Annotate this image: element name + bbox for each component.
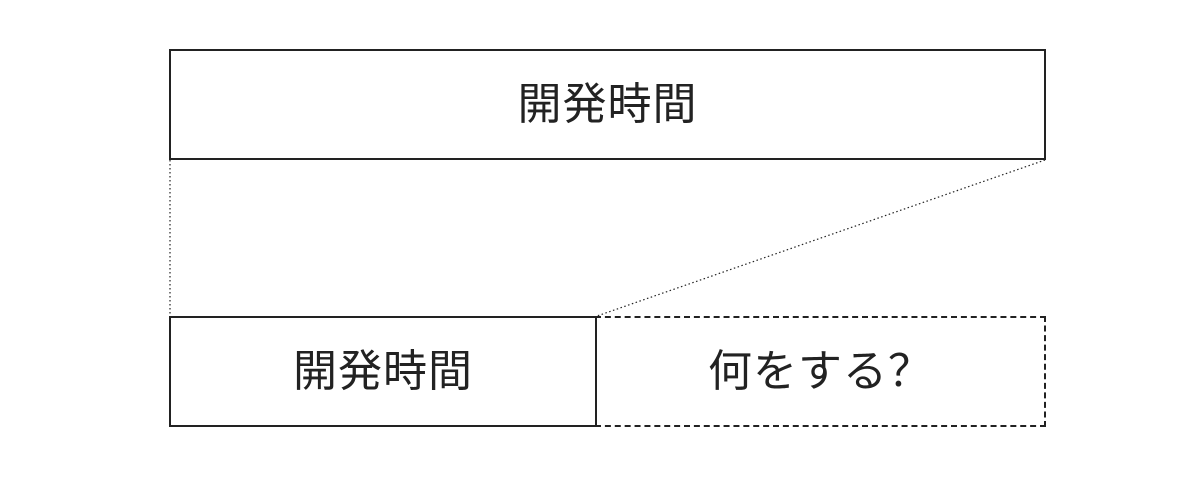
- diagonal-dotted-connector: [596, 159, 1046, 317]
- top-dev-time-label: 開発時間: [517, 78, 698, 130]
- what-to-do-label: 何をする？: [708, 345, 933, 397]
- bottom-dev-time-label: 開発時間: [293, 345, 473, 397]
- top-dev-time-box: 開発時間: [169, 49, 1046, 160]
- bottom-dev-time-box: 開発時間: [169, 316, 597, 427]
- what-to-do-box: 何をする？: [595, 316, 1046, 427]
